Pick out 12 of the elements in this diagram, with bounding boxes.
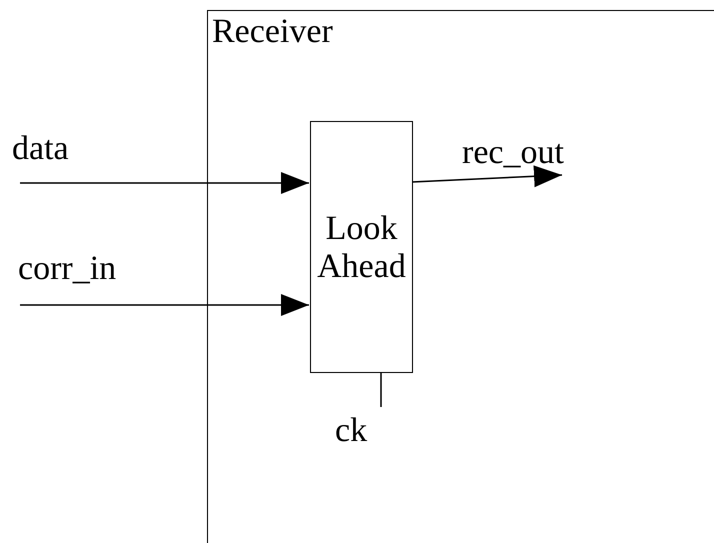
signal-line: [380, 372, 382, 407]
arrow: [412, 165, 562, 188]
arrow: [20, 294, 309, 316]
signal-label: rec_out: [462, 134, 564, 172]
group-box: [207, 10, 714, 543]
block-label: Look Ahead: [316, 210, 407, 286]
arrow: [20, 172, 309, 194]
signal-label: corr_in: [18, 250, 116, 288]
block-box: [310, 121, 413, 373]
signal-label: ck: [335, 412, 368, 450]
signal-label: data: [12, 130, 69, 168]
group-title: Receiver: [212, 13, 333, 51]
